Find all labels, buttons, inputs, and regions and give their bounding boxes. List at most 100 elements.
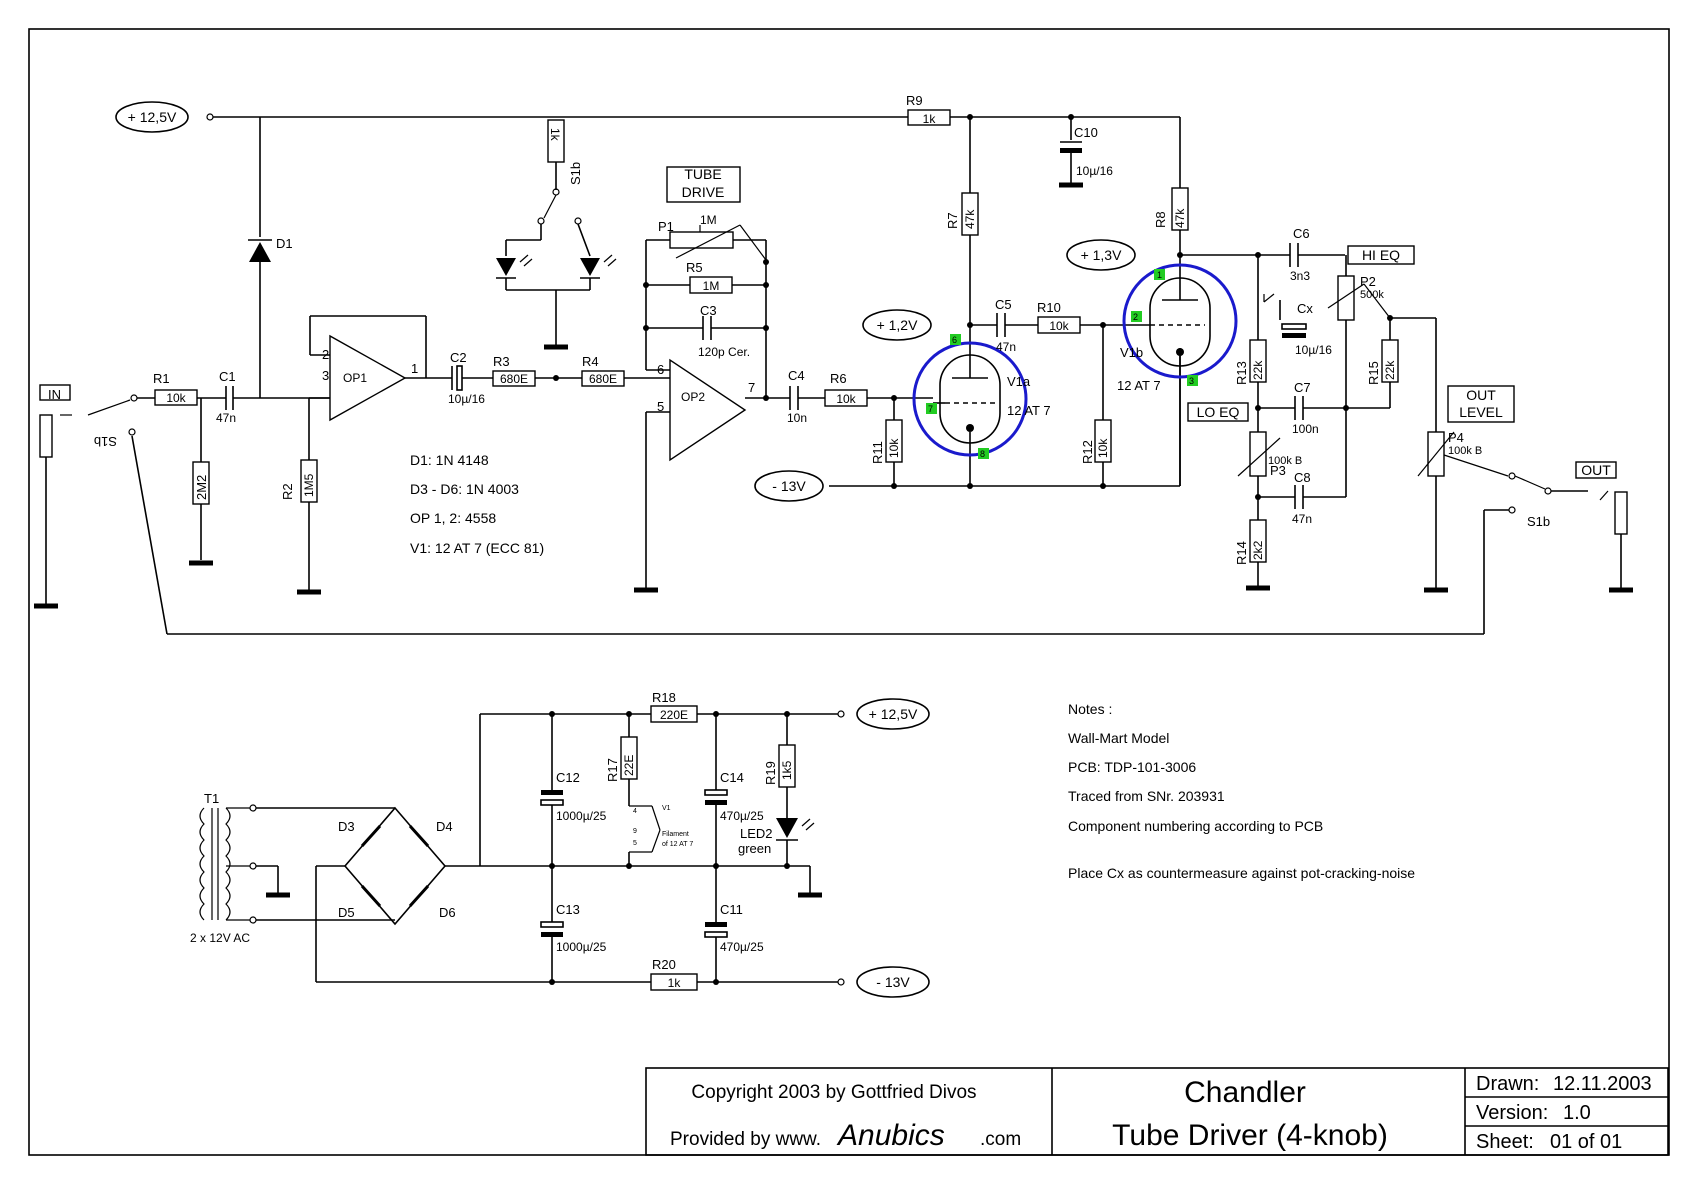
out-level-label-1: OUT	[1466, 387, 1496, 403]
V1a-type: 12 AT 7	[1007, 403, 1051, 418]
C13-value: 1000µ/25	[556, 940, 607, 954]
led-resistor-value: 1k	[548, 128, 562, 142]
R5-value: 1M	[703, 279, 720, 293]
op1-pin3: 3	[322, 368, 329, 383]
D1-ref: D1	[276, 236, 293, 251]
version-label: Version:	[1476, 1102, 1548, 1124]
R10-value: 10k	[1049, 319, 1069, 333]
out-level-label-2: LEVEL	[1459, 404, 1503, 420]
C12-ref: C12	[556, 770, 580, 785]
Cx-value: 10µ/16	[1295, 343, 1332, 357]
op1-pin2: 2	[322, 347, 329, 362]
rail-neg-psu: - 13V	[876, 974, 910, 990]
tube-v1b	[1122, 187, 1238, 486]
R13-ref: R13	[1234, 361, 1249, 385]
R3-ref: R3	[493, 354, 510, 369]
R4-value: 680E	[589, 372, 617, 386]
C2-ref: C2	[450, 350, 467, 365]
R6-value: 10k	[836, 392, 856, 406]
R18-value: 220E	[660, 708, 688, 722]
filament-pin5: 5	[633, 840, 637, 847]
R17-ref: R17	[605, 758, 620, 782]
D5-ref: D5	[338, 905, 355, 920]
v1a-pin6: 6	[952, 335, 957, 345]
anubics-logo: Anubics	[836, 1119, 945, 1152]
R14-ref: R14	[1234, 541, 1249, 565]
lo-eq-label: LO EQ	[1197, 404, 1240, 420]
op2-pin7: 7	[748, 380, 755, 395]
notes-heading: Notes :	[1068, 701, 1112, 717]
R15-value: 22k	[1383, 360, 1397, 380]
V1a-ref: V1a	[1007, 374, 1031, 389]
input-section	[34, 117, 1485, 635]
C14-ref: C14	[720, 770, 744, 785]
tube-drive-label-1: TUBE	[684, 166, 721, 182]
P1-value: 1M	[700, 213, 717, 227]
hi-eq-label: HI EQ	[1362, 247, 1400, 263]
notes-line-2: PCB: TDP-101-3006	[1068, 759, 1196, 775]
P3-ref: P3	[1270, 463, 1286, 478]
tube-drive-label-2: DRIVE	[682, 184, 725, 200]
power-supply	[199, 705, 845, 991]
C3-ref: C3	[700, 303, 717, 318]
T1-ref: T1	[204, 791, 219, 806]
v1a-pin8: 8	[980, 449, 985, 459]
interstage-coupling	[970, 313, 1124, 489]
C10-ref: C10	[1074, 125, 1098, 140]
P2-value: 500k	[1360, 289, 1384, 301]
C5-value: 47n	[996, 340, 1016, 354]
R7-value: 47k	[963, 209, 977, 229]
notes-line-3: Traced from SNr. 203931	[1068, 788, 1225, 804]
c10-decoupling	[1059, 114, 1083, 188]
tube-v1a	[912, 114, 1028, 489]
sheet-value: 01 of 01	[1550, 1131, 1622, 1153]
drawn-label: Drawn:	[1476, 1073, 1539, 1095]
R1-value: 10k	[166, 391, 186, 405]
filament-pin9: 9	[633, 828, 637, 835]
V1b-type: 12 AT 7	[1117, 378, 1161, 393]
R5-ref: R5	[686, 260, 703, 275]
C1-value: 47n	[216, 411, 236, 425]
provided-by-suffix: .com	[980, 1129, 1021, 1150]
D6-ref: D6	[439, 905, 456, 920]
P1-ref: P1	[658, 219, 674, 234]
rail-pos-psu: + 12,5V	[869, 706, 918, 722]
P2-ref: P2	[1360, 274, 1376, 289]
R11-ref: R11	[870, 441, 885, 464]
notes-block: Notes : Wall-Mart Model PCB: TDP-101-300…	[1068, 701, 1415, 881]
sheet-label: Sheet:	[1476, 1131, 1534, 1153]
title-block: Copyright 2003 by Gottfried Divos Provid…	[645, 1067, 1669, 1156]
C12-value: 1000µ/25	[556, 809, 607, 823]
C5-ref: C5	[995, 297, 1012, 312]
C11-value: 470µ/25	[720, 940, 764, 954]
version-value: 1.0	[1563, 1102, 1591, 1124]
op1-ref: OP1	[343, 371, 367, 385]
notes-line-1: Wall-Mart Model	[1068, 730, 1169, 746]
C4-value: 10n	[787, 411, 807, 425]
R6-ref: R6	[830, 371, 847, 386]
eq-network	[1180, 243, 1633, 593]
P4-ref: P4	[1448, 430, 1464, 445]
s1b-output-switch-label: S1b	[1527, 514, 1550, 529]
R17-value: 22E	[622, 755, 636, 776]
filament-label-1: Filament	[662, 831, 689, 838]
op2-stage	[634, 166, 933, 593]
bom-line-1: D1: 1N 4148	[410, 452, 489, 468]
C8-value: 47n	[1292, 512, 1312, 526]
rail-neg-top: - 13V	[772, 478, 806, 494]
R12-ref: R12	[1080, 440, 1095, 464]
Cx-ref: Cx	[1297, 301, 1313, 316]
R8-value: 47k	[1173, 208, 1187, 228]
bom-line-4: V1: 12 AT 7 (ECC 81)	[410, 540, 544, 556]
R12-value: 10k	[1096, 438, 1110, 458]
R18-ref: R18	[652, 690, 676, 705]
V1b-ref: V1b	[1120, 345, 1143, 360]
output-jack-label: OUT	[1581, 462, 1611, 478]
D4-ref: D4	[436, 819, 453, 834]
T1-value: 2 x 12V AC	[190, 931, 250, 945]
R19-value: 1k5	[780, 760, 794, 780]
op1-stage	[309, 315, 670, 422]
R1-ref: R1	[153, 371, 170, 386]
C11-ref: C11	[720, 902, 743, 917]
